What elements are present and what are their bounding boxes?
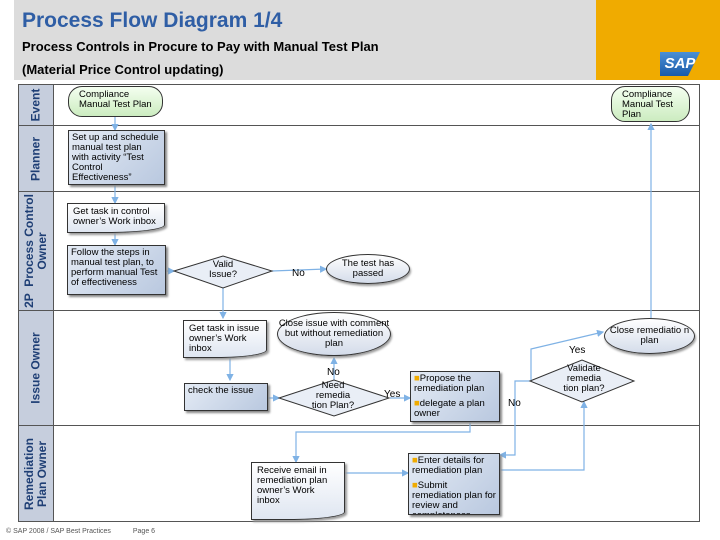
yes-label-validate: Yes (569, 345, 586, 356)
arrow-validate-to-close-plan (530, 329, 605, 380)
yes-label-need: Yes (384, 389, 401, 400)
test-passed-oval: The test has passed (326, 254, 410, 284)
lane-label-planner: Planner (19, 126, 54, 191)
delegate-plan-text: delegate a plan owner (414, 398, 485, 419)
arrow-submit-to-validate (500, 400, 588, 471)
submit-plan-text: Submit remediation plan for review and c… (412, 480, 496, 515)
lane-label-event: Event (19, 85, 54, 125)
close-remediation-oval: Close remediatio n plan (604, 318, 695, 354)
enter-details-box: ■Enter details for remediation plan ■Sub… (408, 453, 500, 515)
lane-planner: Planner (19, 126, 699, 192)
lane-label-remediation-plan-owner: Remediation Plan Owner (19, 426, 54, 521)
enter-details-text: Enter details for remediation plan (412, 455, 485, 476)
header-band (14, 0, 596, 80)
brand-block (596, 0, 720, 80)
valid-issue-label: Valid Issue? (209, 259, 237, 280)
lane-label-issue-owner: Issue Owner (19, 311, 54, 425)
issue-get-task-doc: Get task in issue owner’s Work inbox (183, 320, 267, 358)
no-label-need: No (327, 367, 340, 378)
pco-get-task-doc: Get task in control owner’s Work inbox (67, 203, 165, 233)
propose-remediation-text: Propose the remediation plan (414, 373, 485, 394)
decision-valid-issue (172, 255, 274, 289)
lane-event: Event (19, 85, 699, 126)
page-subtitle: Process Controls in Procure to Pay with … (22, 39, 379, 54)
page-title: Process Flow Diagram 1/4 (22, 9, 283, 32)
arrow-validate-no-back (498, 380, 530, 459)
decision-validate-remediation (528, 359, 636, 403)
arrow-propose-to-receive-email (292, 422, 471, 464)
lane-label-process-control-owner: 2P Process Control Owner (19, 192, 54, 310)
page-subtitle-2: (Material Price Control updating) (22, 62, 224, 77)
check-issue-box: check the issue (184, 383, 268, 411)
decision-need-remediation (277, 379, 391, 417)
lane-issue-owner: Issue Owner (19, 311, 699, 426)
propose-remediation-box: ■Propose the remediation plan ■delegate … (410, 371, 500, 422)
footer: © SAP 2008 / SAP Best Practices Page 6 (6, 528, 175, 535)
close-issue-oval: Close issue with comment but without rem… (277, 312, 391, 356)
need-remediation-label: Need remedia tion Plan? (311, 380, 355, 411)
no-label-validate: No (508, 398, 521, 409)
end-terminal: Compliance Manual Test Plan (611, 86, 690, 122)
no-label-valid: No (292, 268, 305, 279)
footer-page: Page 6 (132, 528, 156, 535)
arrow-valid-to-passed (271, 265, 328, 273)
lane-process-control-owner: 2P Process Control Owner (19, 192, 699, 311)
start-terminal: Compliance Manual Test Plan (68, 86, 163, 117)
receive-email-doc: Receive email in remediation plan owner’… (251, 462, 345, 520)
planner-setup-box: Set up and schedule manual test plan wit… (68, 130, 165, 185)
footer-copyright: © SAP 2008 / SAP Best Practices (6, 528, 111, 535)
lane-remediation-plan-owner: Remediation Plan Owner (19, 426, 699, 521)
validate-remediation-label: Validate remedia tion plan? (563, 363, 605, 394)
pco-follow-steps-box: Follow the steps in manual test plan, to… (67, 245, 166, 295)
swimlane-container: Event Planner 2P Process Control Owner I… (18, 84, 700, 522)
